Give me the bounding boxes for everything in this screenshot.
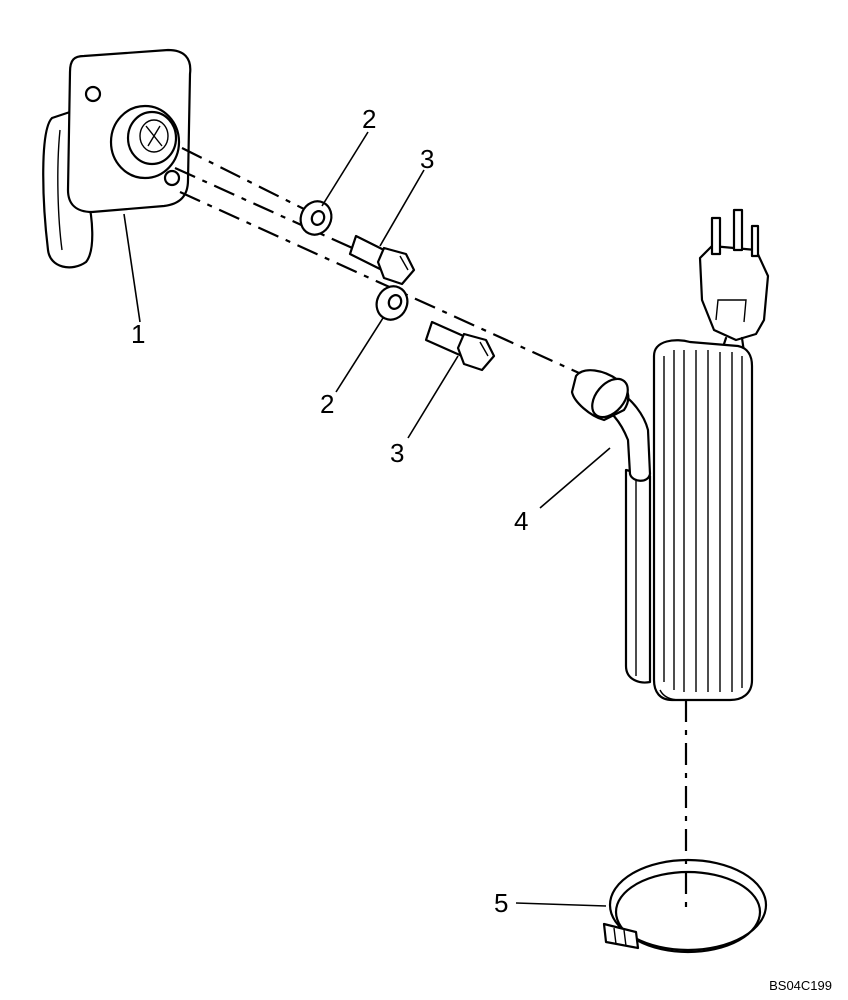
leader-3-upper	[379, 169, 425, 247]
washer-upper	[299, 200, 333, 236]
centerline-upper-b	[174, 166, 391, 267]
callout-2-upper: 2	[362, 104, 376, 134]
centerline-upper	[181, 147, 313, 214]
callout-3-upper: 3	[420, 144, 434, 174]
bolt-lower	[424, 320, 496, 372]
callout-5: 5	[494, 888, 508, 918]
callout-2-lower: 2	[320, 389, 334, 419]
leader-4	[539, 447, 611, 509]
callout-4: 4	[514, 506, 528, 536]
heater-element	[570, 208, 770, 702]
leader-2-upper	[321, 131, 369, 207]
callout-1: 1	[131, 319, 145, 349]
leader-5	[515, 902, 607, 907]
washer-lower	[375, 285, 409, 321]
hose-clamp	[602, 858, 768, 954]
bolt-upper	[348, 234, 416, 286]
callout-3-lower: 3	[390, 438, 404, 468]
leader-3-lower	[407, 355, 459, 439]
leader-2-lower	[335, 317, 384, 393]
centerline-lower	[179, 190, 591, 380]
leader-1	[123, 213, 141, 323]
receptacle-plate	[42, 48, 192, 269]
drawing-reference-code: BS04C199	[769, 978, 832, 993]
